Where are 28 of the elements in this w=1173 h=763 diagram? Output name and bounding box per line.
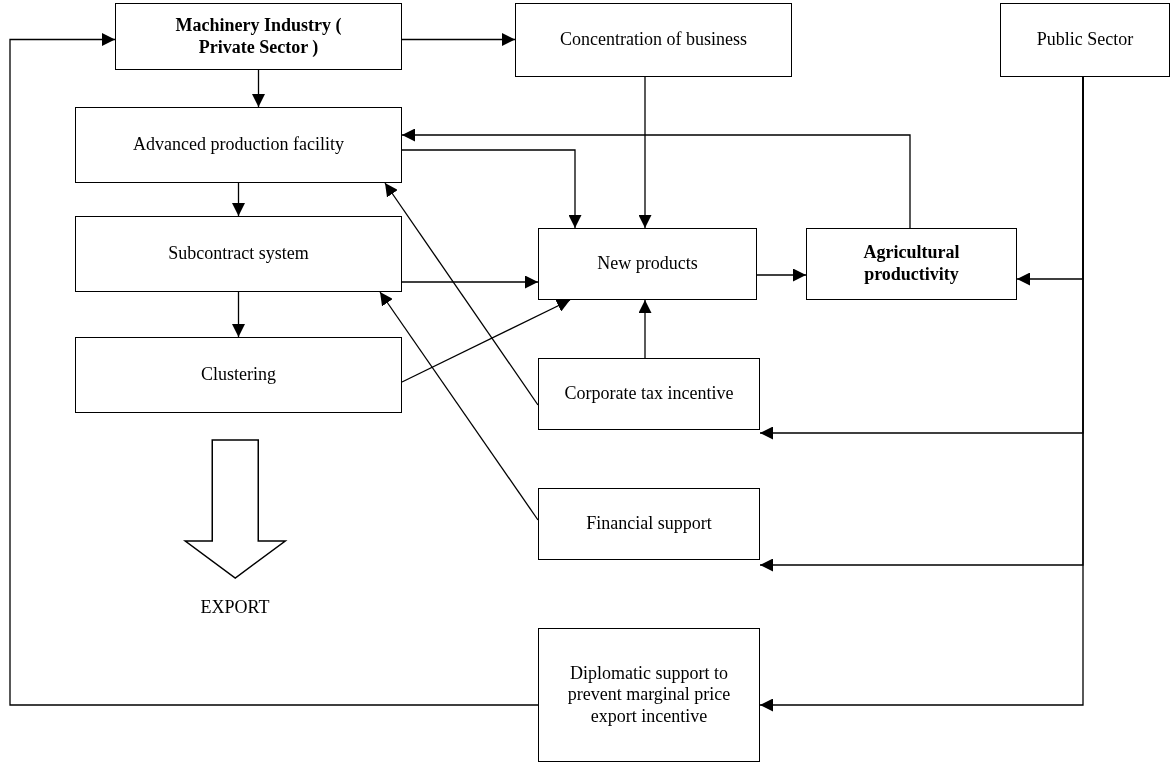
arrow: [401, 128, 911, 229]
process-box: Subcontract system: [75, 216, 402, 292]
arrow: [252, 69, 265, 108]
arrow: [384, 182, 539, 406]
arrow: [759, 76, 1084, 712]
text-label: EXPORT: [170, 590, 300, 626]
arrow: [379, 291, 539, 521]
process-box: Agricultural productivity: [806, 228, 1017, 300]
arrow: [401, 275, 539, 289]
process-box: New products: [538, 228, 757, 300]
process-box: Financial support: [538, 488, 760, 560]
arrow: [232, 291, 245, 338]
arrow: [232, 182, 245, 217]
process-box: Advanced production facility: [75, 107, 402, 183]
arrow: [9, 33, 539, 706]
arrow: [401, 33, 516, 46]
arrow: [401, 149, 582, 229]
arrow: [638, 76, 652, 229]
process-box: Corporate tax incentive: [538, 358, 760, 430]
process-box: Public Sector: [1000, 3, 1170, 77]
arrow: [756, 268, 807, 282]
arrow: [638, 299, 652, 359]
process-box: Concentration of business: [515, 3, 792, 77]
block-arrow: [182, 439, 288, 579]
arrow: [401, 299, 571, 383]
process-box: Clustering: [75, 337, 402, 413]
process-box: Machinery Industry ( Private Sector ): [115, 3, 402, 70]
process-box: Diplomatic support to prevent marginal price export incentive: [538, 628, 760, 762]
